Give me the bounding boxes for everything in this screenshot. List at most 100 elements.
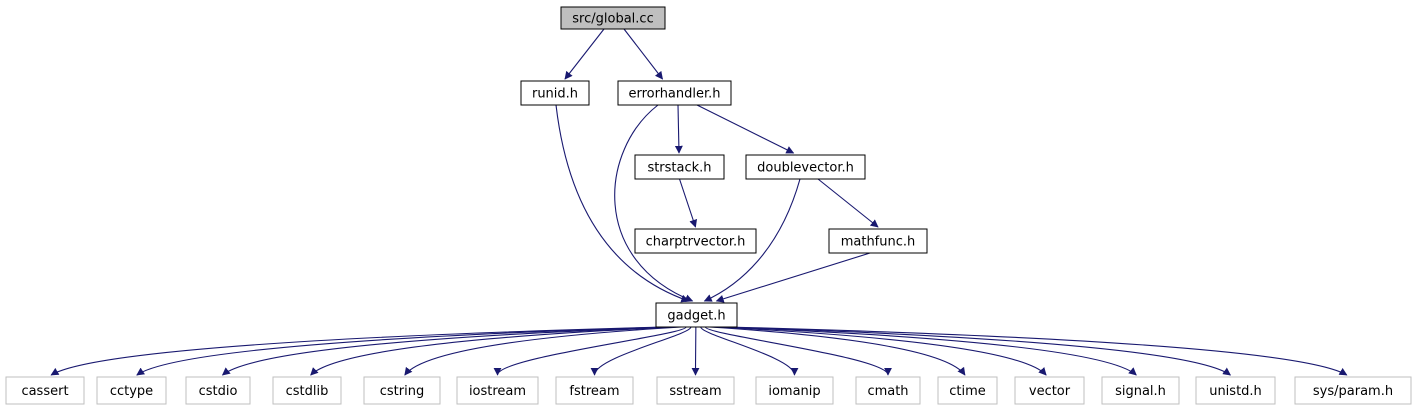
node-ctime: ctime: [937, 376, 998, 405]
edge-line: [700, 326, 799, 376]
node-label: cstdlib: [286, 384, 329, 399]
edge-gadget-to-vector: [713, 326, 1047, 376]
node-fstream: fstream: [555, 376, 634, 405]
edge-line: [590, 326, 692, 376]
edge-errorhandler-to-strstack: [674, 104, 683, 154]
edge-global-to-runid: [564, 28, 605, 80]
node-label: vector: [1029, 384, 1071, 399]
edge-line: [221, 326, 673, 376]
node-box: [937, 376, 998, 405]
node-box: [656, 376, 735, 405]
node-label: cassert: [21, 384, 68, 399]
node-box: [755, 376, 834, 405]
node-box: [185, 376, 251, 405]
node-iostream: iostream: [456, 376, 539, 405]
node-box: [828, 228, 928, 254]
node-unistd: unistd.h: [1195, 376, 1276, 405]
node-box: [560, 6, 666, 30]
node-doublevector[interactable]: doublevector.h: [745, 154, 866, 180]
edge-mathfunc-to-gadget: [715, 252, 871, 303]
edge-doublevector-to-gadget: [703, 178, 801, 302]
edge-line: [709, 326, 966, 376]
node-label: cstdio: [199, 384, 238, 399]
edge-errorhandler-to-gadget: [614, 104, 694, 303]
edge-strstack-to-charptrvector: [678, 178, 698, 228]
node-box: [1014, 376, 1085, 405]
node-box: [456, 376, 539, 405]
node-label: cmath: [867, 384, 908, 399]
node-box: [617, 80, 732, 106]
edge-line: [310, 326, 677, 376]
edge-doublevector-to-mathfunc: [817, 178, 879, 228]
edge-errorhandler-to-doublevector: [696, 104, 795, 154]
node-gadget[interactable]: gadget.h: [655, 302, 738, 328]
edge-line: [817, 178, 879, 228]
edge-line: [136, 326, 669, 376]
edge-gadget-to-sysparam: [728, 326, 1348, 376]
node-box: [555, 376, 634, 405]
edge-gadget-to-unistd: [722, 326, 1232, 376]
edge-line: [614, 104, 694, 303]
node-label: cstring: [380, 384, 424, 399]
node-label: fstream: [569, 384, 619, 399]
node-errorhandler[interactable]: errorhandler.h: [617, 80, 732, 106]
node-box: [520, 80, 590, 106]
edge-gadget-to-cstdio: [221, 326, 673, 376]
node-signal: signal.h: [1101, 376, 1180, 405]
node-iomanip: iomanip: [755, 376, 834, 405]
edge-line: [722, 326, 1232, 376]
edge-line: [703, 178, 801, 302]
node-cstdio: cstdio: [185, 376, 251, 405]
node-box: [1101, 376, 1180, 405]
edge-line: [715, 252, 871, 303]
edge-gadget-to-cmath: [704, 326, 892, 376]
edge-line: [704, 326, 892, 376]
node-strstack[interactable]: strstack.h: [634, 154, 725, 180]
edge-line: [674, 104, 683, 154]
node-charptrvector[interactable]: charptrvector.h: [634, 228, 757, 254]
edge-gadget-to-iomanip: [700, 326, 799, 376]
edge-line: [623, 28, 663, 80]
edge-gadget-to-cstring: [404, 326, 682, 376]
node-box: [96, 376, 167, 405]
edge-gadget-to-cstdlib: [310, 326, 677, 376]
node-box: [1294, 376, 1412, 405]
node-label: iomanip: [768, 384, 820, 399]
node-mathfunc[interactable]: mathfunc.h: [828, 228, 928, 254]
edge-gadget-to-signal: [717, 326, 1137, 376]
node-label: strstack.h: [647, 161, 711, 176]
node-label: sys/param.h: [1313, 384, 1393, 399]
node-box: [272, 376, 342, 405]
node-cmath: cmath: [855, 376, 921, 405]
node-box: [634, 228, 757, 254]
edge-gadget-to-cctype: [136, 326, 669, 376]
edge-runid-to-gadget: [555, 104, 690, 303]
node-box: [363, 376, 441, 405]
node-vector: vector: [1014, 376, 1085, 405]
edge-line: [555, 104, 690, 303]
node-label: gadget.h: [667, 309, 725, 324]
node-sysparam: sys/param.h: [1294, 376, 1412, 405]
edge-gadget-to-ctime: [709, 326, 966, 376]
node-box: [5, 376, 85, 405]
node-global[interactable]: src/global.cc: [560, 6, 666, 30]
edge-line: [717, 326, 1137, 376]
node-label: cctype: [110, 384, 153, 399]
edge-line: [50, 326, 664, 376]
node-label: mathfunc.h: [841, 235, 916, 250]
node-label: iostream: [469, 384, 526, 399]
node-runid[interactable]: runid.h: [520, 80, 590, 106]
node-box: [855, 376, 921, 405]
node-box: [1195, 376, 1276, 405]
edge-line: [728, 326, 1348, 376]
edge-gadget-to-fstream: [590, 326, 692, 376]
edge-global-to-errorhandler: [623, 28, 663, 80]
node-label: src/global.cc: [572, 12, 653, 27]
node-cassert: cassert: [5, 376, 85, 405]
node-label: runid.h: [532, 87, 578, 102]
node-box: [745, 154, 866, 180]
node-label: sstream: [669, 384, 721, 399]
node-label: doublevector.h: [757, 161, 854, 176]
node-label: errorhandler.h: [628, 87, 720, 102]
